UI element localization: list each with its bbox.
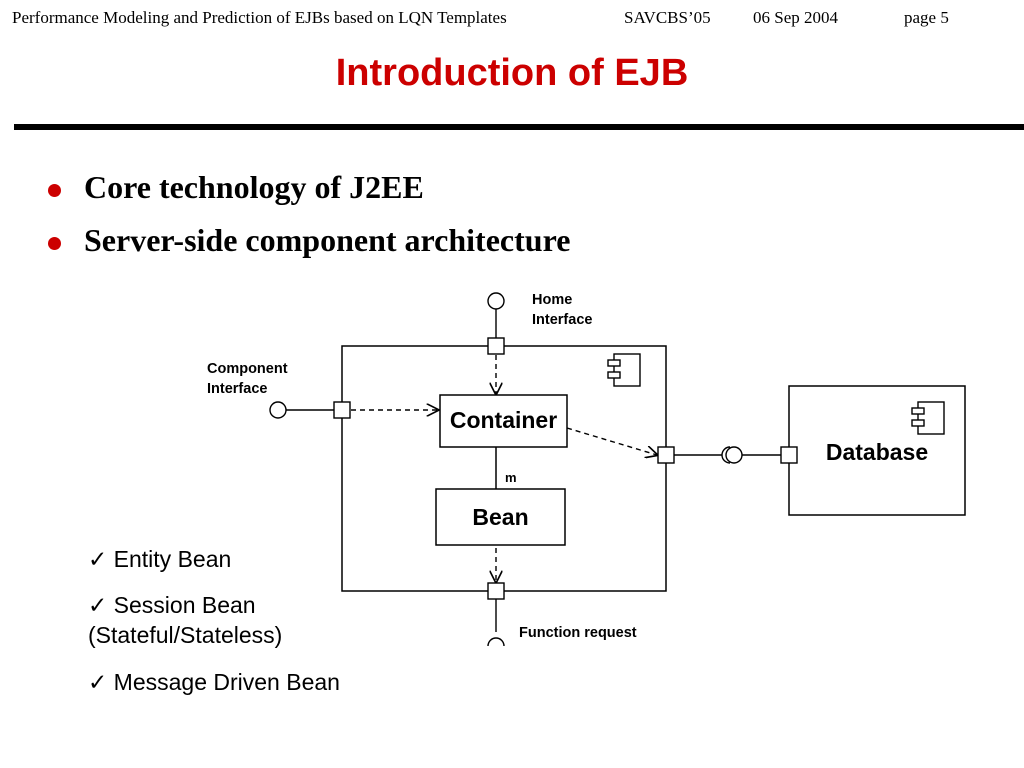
header-date: 06 Sep 2004 bbox=[753, 8, 838, 27]
bean-type-message-driven: ✓ Message Driven Bean bbox=[88, 669, 340, 695]
home-interface-lollipop bbox=[487, 292, 505, 310]
component-interface-port bbox=[333, 401, 351, 419]
container-to-database-port-arrow bbox=[566, 427, 657, 455]
function-request-socket bbox=[487, 637, 505, 647]
database-required-port bbox=[657, 446, 675, 464]
bean-type-session: ✓ Session Bean bbox=[88, 592, 256, 618]
database-label: Database bbox=[825, 439, 929, 465]
header-venue: SAVCBS’05 bbox=[624, 8, 711, 27]
home-interface-label-line1: Home bbox=[532, 292, 573, 308]
bullet-icon bbox=[48, 237, 61, 250]
component-interface-lollipop bbox=[269, 401, 287, 419]
function-request-label: Function request bbox=[519, 625, 637, 641]
database-component-icon bbox=[911, 401, 945, 435]
bean-type-session-detail: (Stateful/Stateless) bbox=[88, 622, 283, 648]
multiplicity-label: m bbox=[505, 470, 517, 485]
database-lollipop bbox=[725, 446, 743, 464]
home-interface-port bbox=[487, 337, 505, 355]
bean-label: Bean bbox=[472, 504, 529, 530]
function-request-port bbox=[487, 582, 505, 600]
slide-title: Introduction of EJB bbox=[335, 52, 689, 94]
header-page-number: page 5 bbox=[904, 8, 949, 27]
database-socket bbox=[721, 446, 731, 464]
container-label: Container bbox=[449, 407, 558, 433]
component-interface-label-line2: Interface bbox=[207, 381, 268, 397]
component-interface-label-line1: Component bbox=[207, 361, 288, 377]
bullet-item: Server-side component architecture bbox=[84, 222, 571, 258]
bean-type-entity: ✓ Entity Bean bbox=[88, 546, 232, 572]
home-interface-label-line2: Interface bbox=[532, 312, 593, 328]
title-divider bbox=[14, 124, 1024, 130]
header-paper-title: Performance Modeling and Prediction of E… bbox=[12, 8, 507, 27]
ejb-component-icon bbox=[607, 353, 641, 387]
bullet-item: Core technology of J2EE bbox=[84, 169, 424, 205]
database-provided-port bbox=[780, 446, 798, 464]
bullet-icon bbox=[48, 184, 61, 197]
container-box bbox=[439, 394, 568, 448]
bean-box bbox=[435, 488, 566, 546]
